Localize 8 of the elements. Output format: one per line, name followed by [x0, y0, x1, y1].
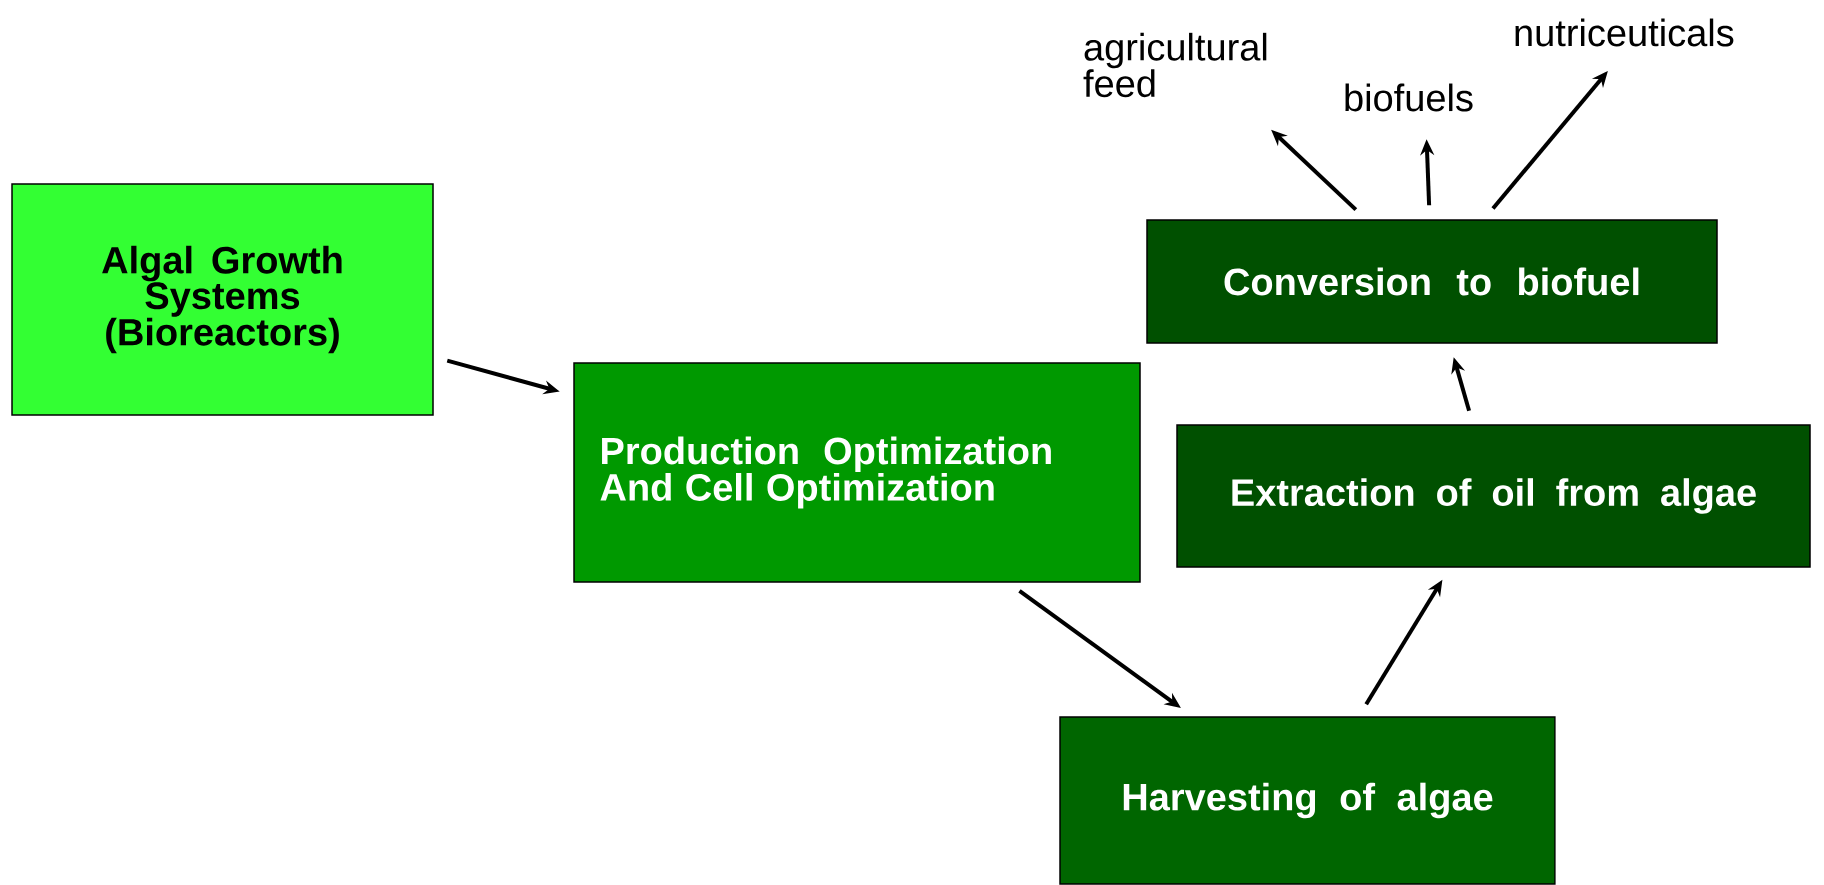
process-box: Harvesting of algae: [1059, 716, 1556, 885]
process-box: Extraction of oil from algae: [1176, 424, 1811, 568]
product-label: agricultural feed: [1083, 32, 1267, 98]
process-box: Conversion to biofuel: [1146, 219, 1718, 344]
product-label: nutriceuticals: [1515, 18, 1734, 47]
process-box: Algal Growth Systems (Bioreactors): [11, 183, 434, 416]
product-label: biofuels: [1345, 83, 1473, 112]
process-box: Production Optimization And Cell Optimization: [573, 362, 1141, 583]
